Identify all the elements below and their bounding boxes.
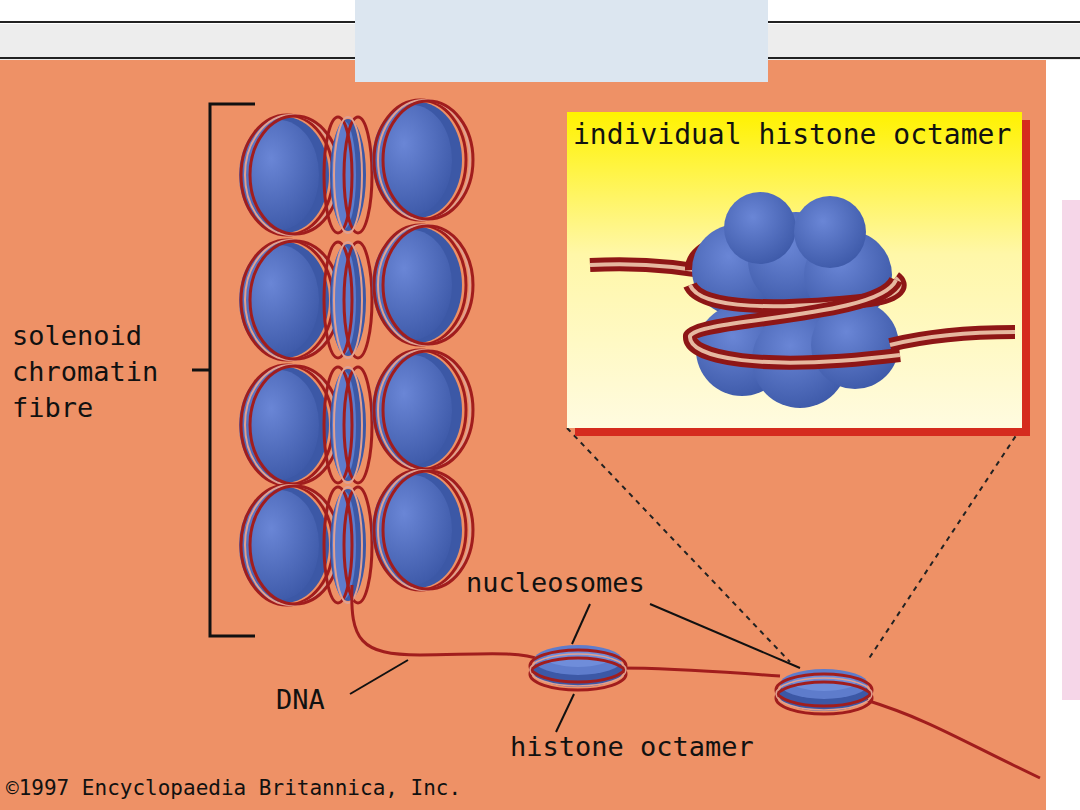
inset-panel: individual histone octamer <box>567 112 1022 428</box>
dna-label: DNA <box>276 683 356 717</box>
octamer-label: histone octamer <box>510 730 790 764</box>
copyright-note: ©1997 Encyclopaedia Britannica, Inc. <box>6 773 486 803</box>
inset-heading: individual histone octamer <box>573 118 1016 152</box>
fibre-label: solenoid chromatin fibre <box>12 318 190 426</box>
nucleosome-label: nucleosomes <box>466 566 696 600</box>
